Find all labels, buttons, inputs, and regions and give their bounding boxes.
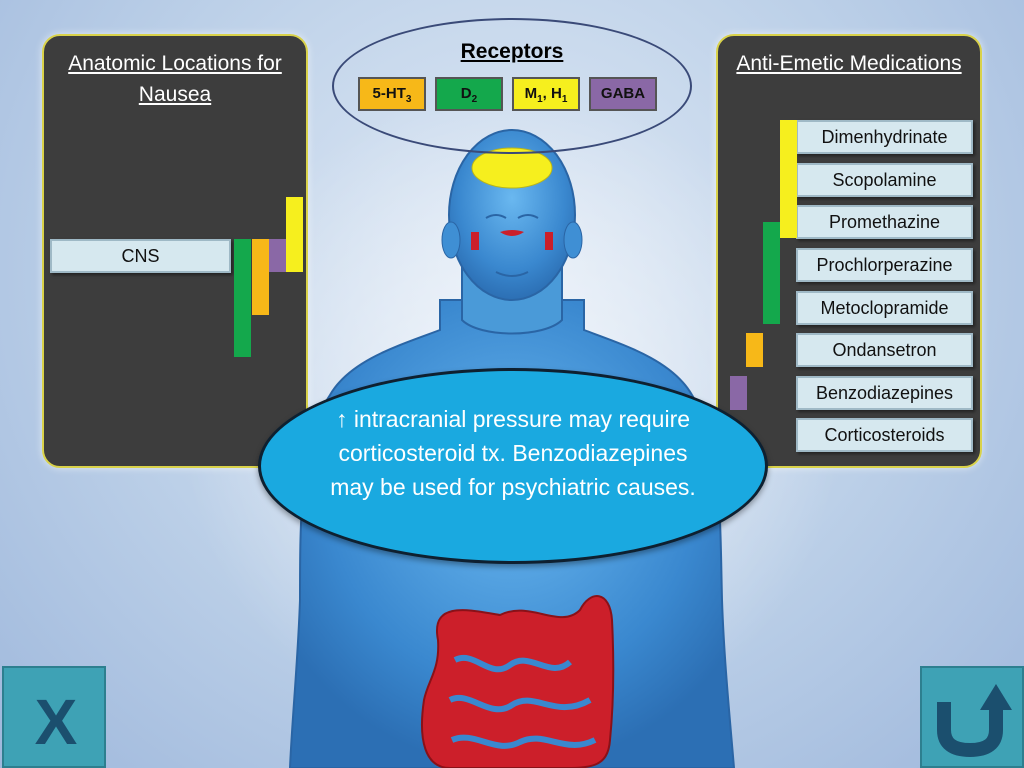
- medication-m1h1-bar: [780, 120, 797, 238]
- receptor-d2-chip[interactable]: D2: [435, 77, 503, 111]
- receptor-gaba-chip[interactable]: GABA: [589, 77, 657, 111]
- medication-benzodiazepines-box[interactable]: Benzodiazepines: [796, 376, 973, 410]
- medication-d2-bar: [763, 222, 780, 324]
- receptors-legend-oval: [332, 18, 692, 154]
- medication-metoclopramide-box[interactable]: Metoclopramide: [796, 291, 973, 325]
- medication-ondansetron-box[interactable]: Ondansetron: [796, 333, 973, 367]
- u-turn-back-arrow-icon: [937, 684, 1012, 758]
- medication-corticosteroids-box[interactable]: Corticosteroids: [796, 418, 973, 452]
- location-cns-box[interactable]: CNS: [50, 239, 231, 273]
- brain-highlight: [471, 147, 553, 189]
- medication-prochlorperazine-box[interactable]: Prochlorperazine: [796, 248, 973, 282]
- medication-dimenhydrinate-box[interactable]: Dimenhydrinate: [796, 120, 973, 154]
- receptor-5ht3-chip[interactable]: 5-HT3: [358, 77, 426, 111]
- medication-scopolamine-box[interactable]: Scopolamine: [796, 163, 973, 197]
- medication-gaba-bar: [730, 376, 747, 410]
- receptor-m1h1-chip[interactable]: M1, H1: [512, 77, 580, 111]
- info-callout-oval: [258, 368, 768, 564]
- medication-promethazine-box[interactable]: Promethazine: [796, 205, 973, 239]
- close-x-icon: X: [35, 686, 78, 758]
- cns-m1h1-bar: [286, 197, 303, 272]
- cns-gaba-bar: [269, 239, 286, 272]
- anti-emetic-medications-title: Anti-Emetic Medications: [736, 52, 962, 75]
- cns-d2-bar: [234, 239, 251, 357]
- info-callout-text: ↑ intracranial pressure may require cort…: [330, 406, 696, 500]
- cns-5ht3-bar: [252, 239, 269, 315]
- back-button[interactable]: [920, 666, 1024, 768]
- nasal-highlight: [500, 230, 524, 236]
- intestines-highlight: [421, 595, 615, 768]
- svg-text:X: X: [35, 686, 78, 758]
- inner-ear-right-highlight: [545, 232, 553, 250]
- medication-5ht3-bar: [746, 333, 763, 367]
- close-button[interactable]: X: [2, 666, 106, 768]
- anatomic-locations-title: Anatomic Locations for Nausea: [68, 52, 282, 106]
- receptors-title: Receptors: [460, 40, 564, 63]
- inner-ear-left-highlight: [471, 232, 479, 250]
